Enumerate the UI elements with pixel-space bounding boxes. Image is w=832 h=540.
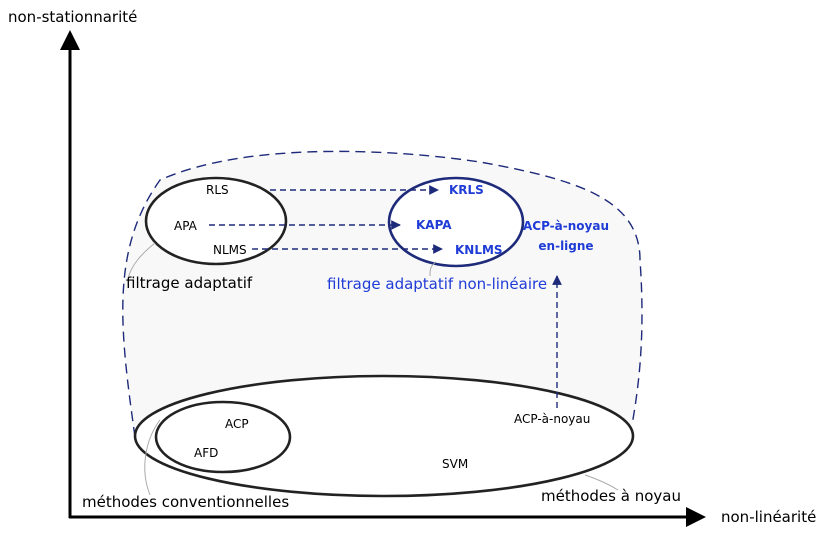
item-rls: RLS xyxy=(206,183,229,197)
adaptive-filtering-ellipse xyxy=(144,176,288,266)
conventional-methods-ellipse xyxy=(154,400,292,474)
conventional-methods-label: méthodes conventionnelles xyxy=(82,493,289,511)
item-afd: AFD xyxy=(194,446,218,460)
x-axis-arrowhead xyxy=(686,507,706,527)
y-axis-label: non-stationnarité xyxy=(8,8,137,26)
item-svm: SVM xyxy=(442,457,468,471)
online-kpca-line2: en-ligne xyxy=(538,239,593,253)
nonlinear-label-leader xyxy=(429,261,437,277)
item-apa: APA xyxy=(174,219,198,233)
nonlinear-adaptive-filtering-label: filtrage adaptatif non-linéaire xyxy=(327,275,547,293)
item-knlms: KNLMS xyxy=(455,243,503,257)
nonlinear-adaptive-filtering-ellipse xyxy=(387,176,525,268)
y-axis-arrowhead xyxy=(60,30,80,50)
adaptive-filtering-label: filtrage adaptatif xyxy=(126,274,253,292)
x-axis-label: non-linéarité xyxy=(721,508,816,526)
adaptive-label-leader xyxy=(127,242,156,279)
conventional-label-leader xyxy=(144,419,161,496)
item-kpca: ACP-à-noyau xyxy=(514,412,590,426)
kernel-methods-label: méthodes à noyau xyxy=(541,487,681,505)
item-acp: ACP xyxy=(225,417,249,431)
item-nlms: NLMS xyxy=(213,243,247,257)
item-krls: KRLS xyxy=(449,183,484,197)
kernel-label-leader xyxy=(584,474,619,491)
online-kpca-line1: ACP-à-noyau xyxy=(523,219,609,233)
item-kapa: KAPA xyxy=(416,218,452,232)
